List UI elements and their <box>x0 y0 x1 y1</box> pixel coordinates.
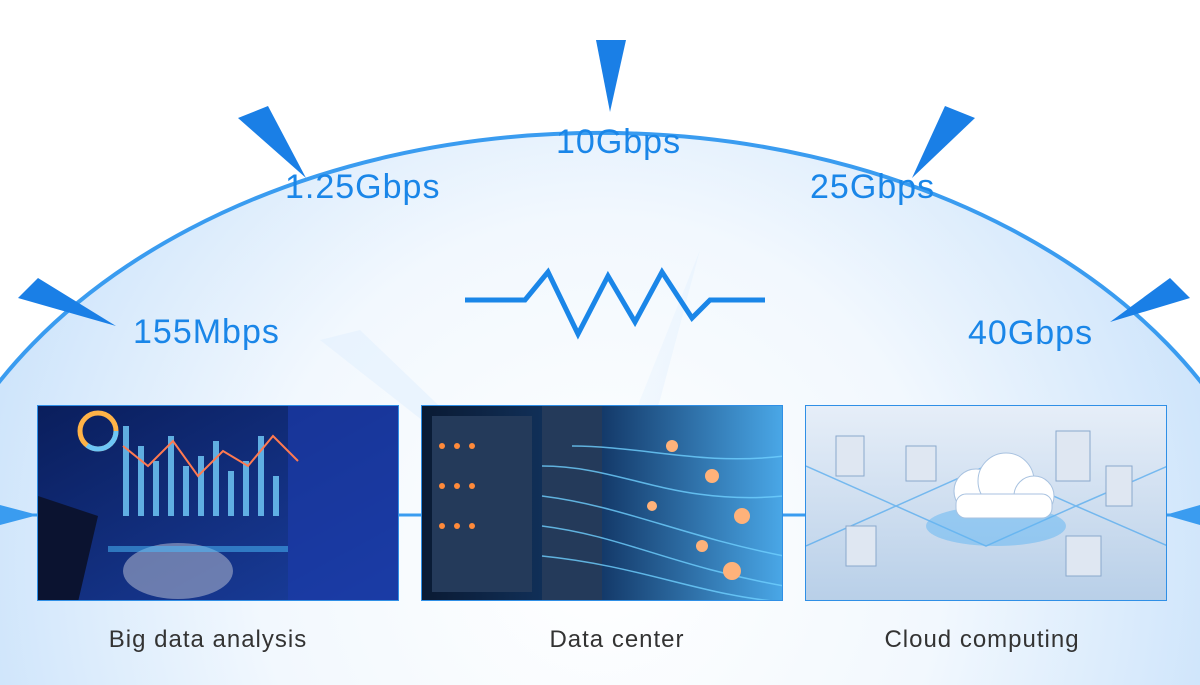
analytics-dashboard-photo <box>37 405 399 601</box>
bar-chart-graphic <box>123 426 279 516</box>
server-rack-fiber-photo <box>421 405 783 601</box>
speed-label-40gbps: 40Gbps <box>968 314 1094 352</box>
speed-label-10gbps: 10Gbps <box>556 123 682 161</box>
speed-label-1-25gbps: 1.25Gbps <box>285 168 441 206</box>
tick-marker <box>1110 278 1190 322</box>
speed-label-155mbps: 155Mbps <box>133 313 280 351</box>
cloud-city-photo <box>805 405 1167 601</box>
tick-marker <box>18 278 116 326</box>
caption-big-data-analysis: Big data analysis <box>108 626 308 653</box>
caption-data-center: Data center <box>549 626 685 653</box>
tick-marker <box>238 106 306 178</box>
caption-cloud-computing: Cloud computing <box>884 626 1080 653</box>
tick-marker <box>912 106 975 178</box>
tick-marker <box>596 40 626 112</box>
signal-waveform <box>465 267 765 340</box>
speed-label-25gbps: 25Gbps <box>810 168 936 206</box>
